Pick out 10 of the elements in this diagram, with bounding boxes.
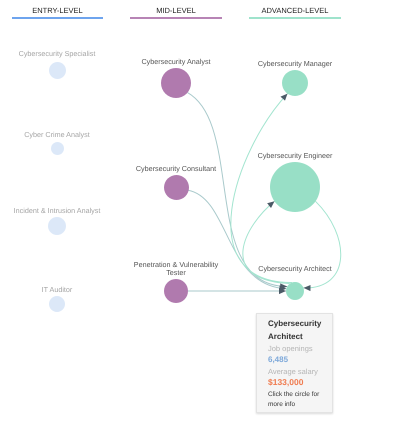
tooltip-title: Cybersecurity Architect <box>268 318 322 343</box>
arrow <box>303 200 342 290</box>
arrow <box>188 190 287 291</box>
stat-value: 6,485 <box>268 354 290 365</box>
stat-value: $133,000 <box>268 377 304 388</box>
arrow <box>230 93 292 283</box>
arrow <box>242 200 290 284</box>
tooltip-card <box>256 313 333 413</box>
arrow <box>188 288 286 294</box>
arrow <box>187 92 288 288</box>
